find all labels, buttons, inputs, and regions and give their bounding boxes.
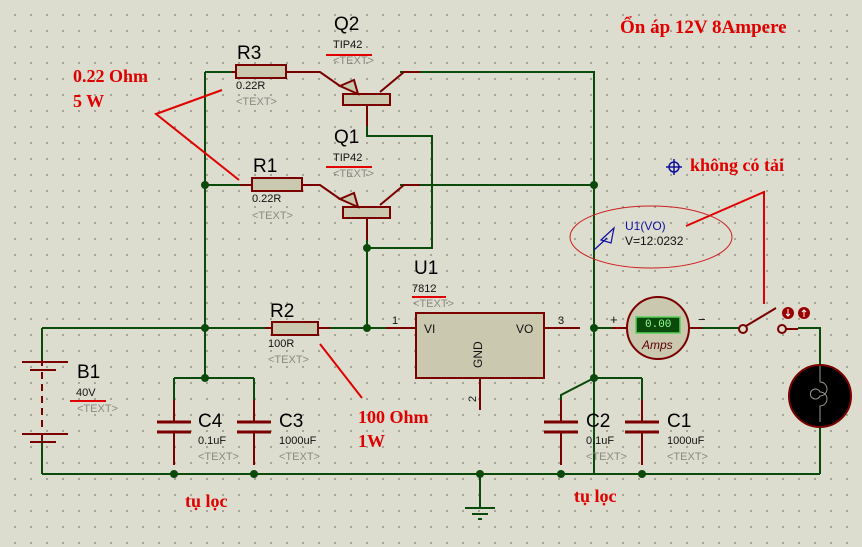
r2-text: <TEXT>: [268, 354, 309, 366]
r3-ref: R3: [237, 43, 262, 64]
q2-text: <TEXT>: [333, 55, 374, 67]
resistor-r3-body[interactable]: [235, 64, 287, 79]
resistor-bodies: [235, 64, 319, 336]
r1-text: <TEXT>: [252, 210, 293, 222]
battery-b1-symbol[interactable]: [22, 361, 68, 443]
filter-caps-note-left: tụ lọc: [185, 491, 228, 511]
c1-text: <TEXT>: [667, 451, 708, 463]
c2-ref: C2: [586, 411, 611, 432]
ammeter-unit: Amps: [642, 338, 673, 352]
capacitor-plates: [157, 420, 659, 434]
q2-ref: Q2: [334, 14, 360, 35]
c3-ref: C3: [279, 411, 304, 432]
r-rating-note-line2: 5 W: [73, 91, 105, 111]
r2-ref: R2: [270, 301, 295, 322]
resistor-r1-body[interactable]: [251, 177, 303, 192]
u1-pin1-number: 1: [392, 315, 399, 327]
r1-ref: R1: [253, 156, 278, 177]
page-title: Ổn áp 12V 8Ampere: [620, 17, 787, 38]
r2-value: 100R: [268, 338, 295, 350]
switch-toggle-buttons[interactable]: [782, 307, 810, 319]
crosshair-icon: [666, 159, 682, 175]
c2-value: 0.1uF: [586, 435, 615, 447]
b1-value: 40V: [70, 388, 106, 402]
regulator-u1-body[interactable]: [415, 312, 545, 379]
u1-pin2-number: 2: [467, 395, 479, 402]
no-load-note: không có tải: [690, 155, 785, 175]
transistor-q1-symbol[interactable]: [337, 191, 391, 219]
c1-ref: C1: [667, 411, 692, 432]
annotation-lines: [153, 54, 765, 399]
c4-value: 0.1uF: [198, 435, 227, 447]
r-rating-note-line1: 0.22 Ohm: [73, 66, 149, 86]
ammeter[interactable]: [626, 296, 690, 360]
voltage-probe-icon[interactable]: [593, 226, 615, 251]
u1-ref: U1: [414, 258, 439, 279]
u1-vi-pin-label: VI: [424, 322, 436, 336]
u1-text: <TEXT>: [413, 298, 454, 310]
transistor-q2-symbol[interactable]: [337, 78, 391, 106]
c3-value: 1000uF: [279, 435, 317, 447]
ammeter-minus-terminal: −: [698, 312, 706, 327]
c2-text: <TEXT>: [586, 451, 627, 463]
c4-ref: C4: [198, 411, 223, 432]
r3-value: 0.22R: [236, 80, 266, 92]
u1-pin3-number: 3: [558, 315, 565, 327]
r1-value: 0.22R: [252, 193, 282, 205]
q2-value: TIP42: [333, 39, 363, 51]
u1-gnd-pin-label: GND: [471, 341, 485, 368]
ammeter-reading: 0.00: [645, 319, 672, 331]
junction-dots: [170, 181, 646, 478]
r2-rating-note-line2: 1W: [358, 431, 385, 451]
c1-value: 1000uF: [667, 435, 705, 447]
switch[interactable]: [738, 307, 787, 334]
lamp[interactable]: [788, 364, 852, 428]
r3-text: <TEXT>: [236, 96, 277, 108]
voltage-probe-name: U1(VO): [625, 219, 666, 233]
u1-vo-pin-label: VO: [516, 322, 534, 336]
c4-text: <TEXT>: [198, 451, 239, 463]
q1-value: TIP42: [333, 152, 363, 164]
probe-highlight-ellipse: [569, 205, 733, 269]
filter-caps-note-right: tụ lọc: [574, 486, 617, 506]
ammeter-plus-terminal: +: [610, 312, 618, 327]
r2-rating-note-line1: 100 Ohm: [358, 407, 429, 427]
b1-text: <TEXT>: [77, 403, 118, 415]
c3-text: <TEXT>: [279, 451, 320, 463]
voltage-probe-reading: V=12.0232: [625, 234, 684, 248]
resistor-r2-body[interactable]: [271, 321, 319, 336]
u1-value: 7812: [412, 284, 447, 298]
q1-text: <TEXT>: [333, 168, 374, 180]
q1-ref: Q1: [334, 127, 360, 148]
component-leads: [41, 71, 702, 465]
b1-ref: B1: [77, 362, 101, 383]
